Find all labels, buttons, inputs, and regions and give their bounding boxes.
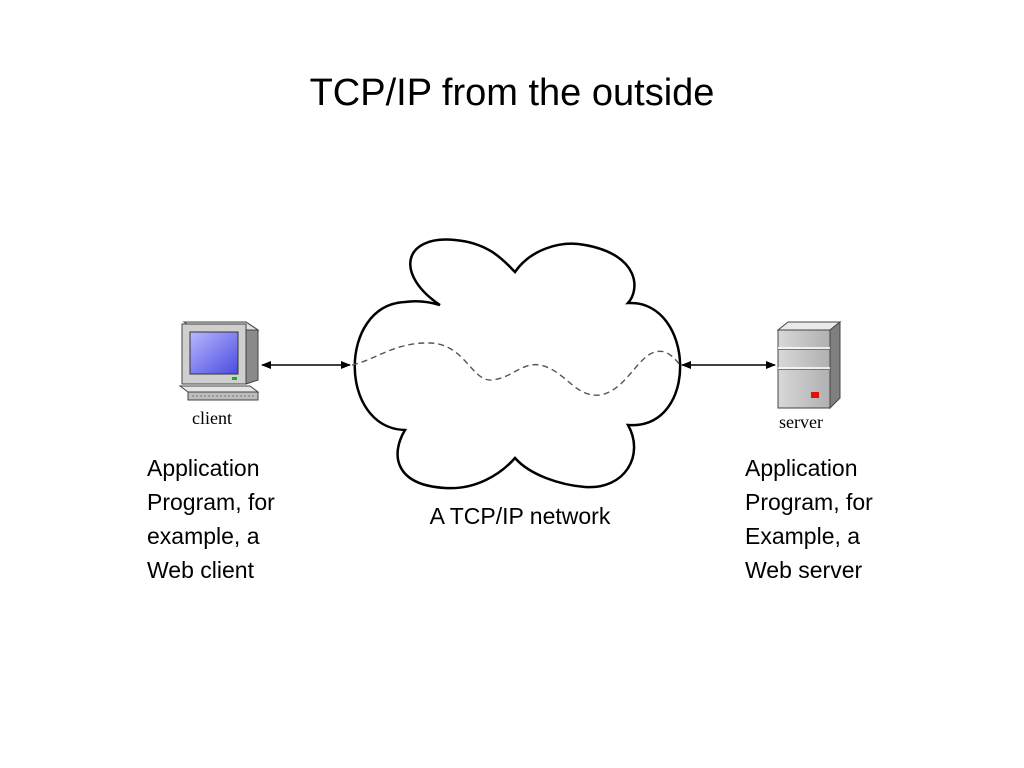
server-caption: Application Program, for Example, a Web … [745,451,873,587]
server-caption-line: Program, for [745,489,873,515]
server-caption-line: Web server [745,557,863,583]
server-caption-line: Application [745,455,858,481]
client-caption-line: Application [147,455,260,481]
network-cloud [353,238,682,490]
client-computer-icon [178,321,260,401]
network-path-dashed [351,342,681,396]
client-caption-line: Web client [147,557,254,583]
server-tower-icon [776,320,842,410]
slide-title: TCP/IP from the outside [309,72,715,114]
network-label: A TCP/IP network [429,503,611,529]
client-caption-line: Program, for [147,489,275,515]
client-caption: Application Program, for example, a Web … [147,451,275,587]
client-caption-line: example, a [147,523,260,549]
server-caption-line: Example, a [745,523,861,549]
server-label: server [779,412,823,432]
client-label: client [192,408,232,428]
